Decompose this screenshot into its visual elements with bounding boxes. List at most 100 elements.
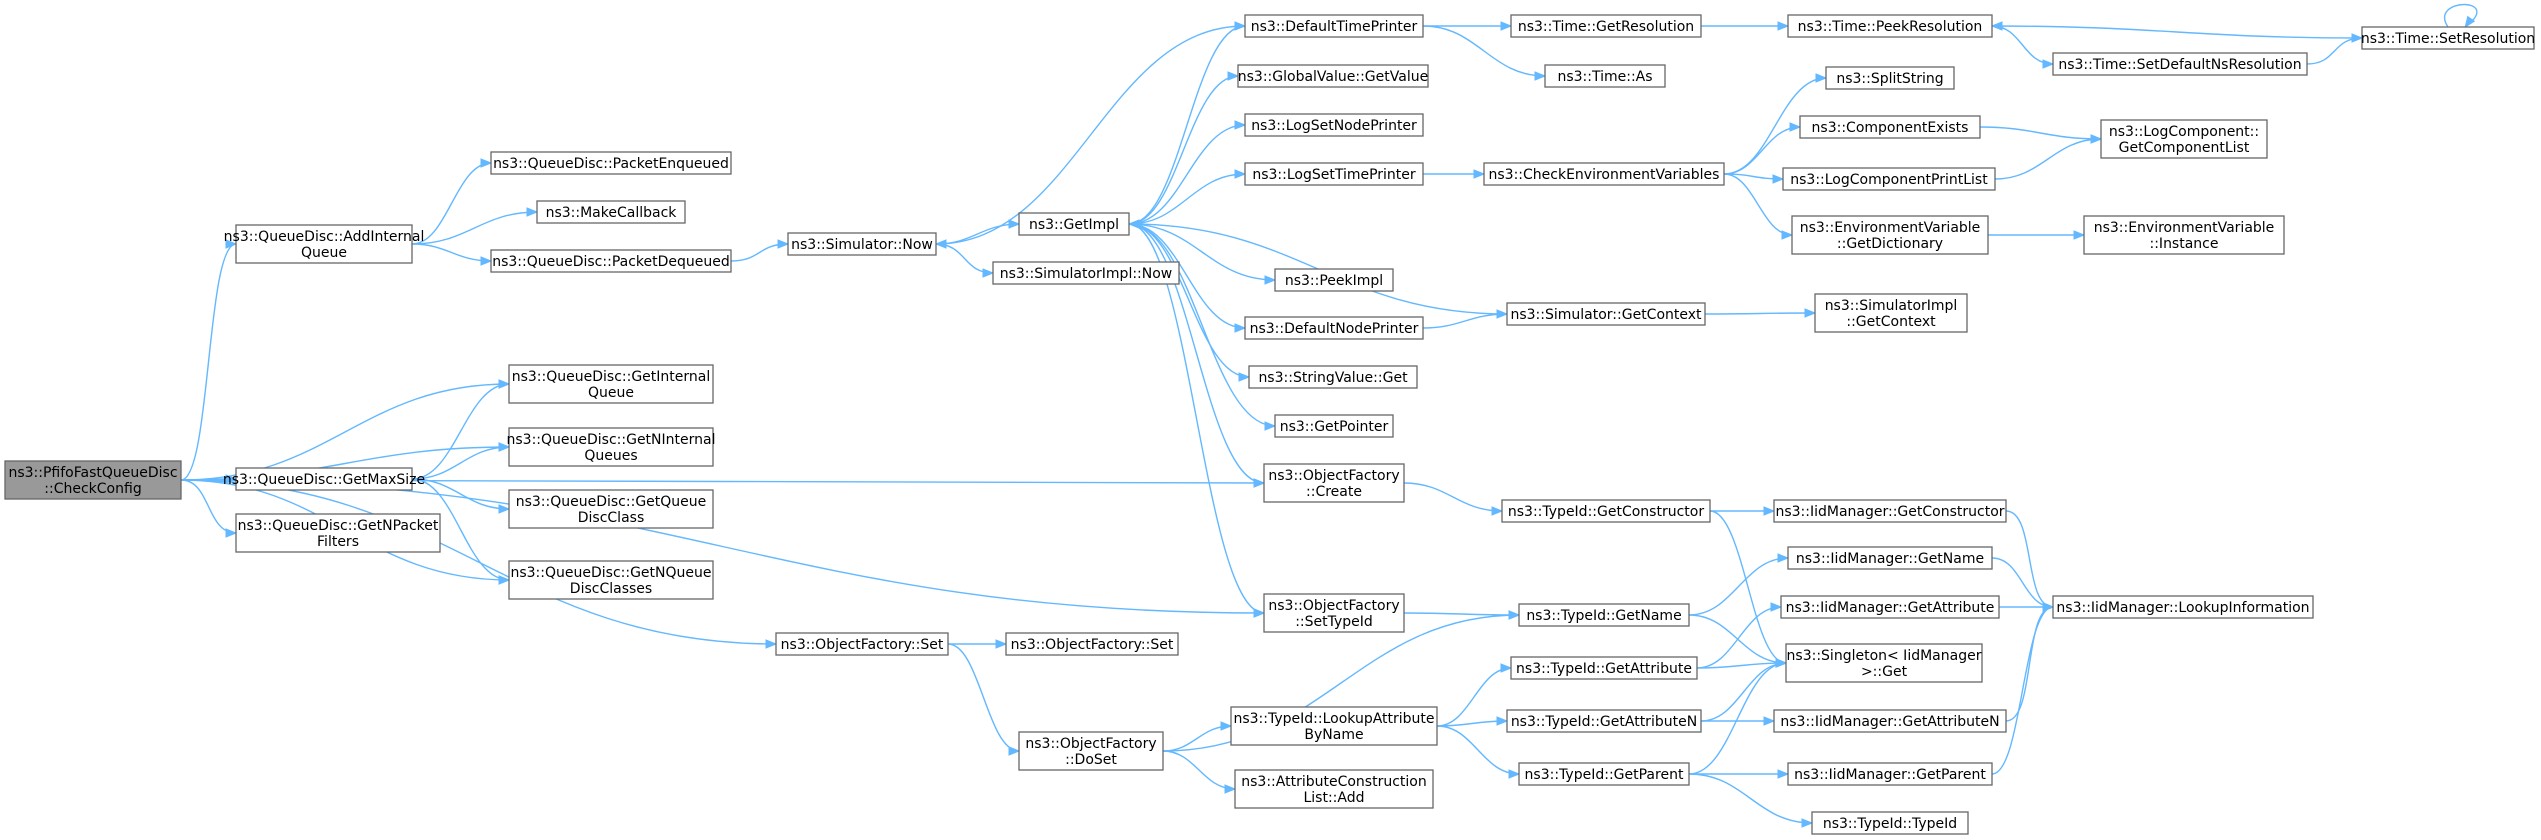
node-envVarInstance[interactable]: ns3::EnvironmentVariable::Instance	[2083, 215, 2285, 255]
node-label: ns3::LogSetTimePrinter	[1252, 167, 1416, 183]
edge-checkEnvVars-to-envVarGetDictionary-arrowhead	[1781, 230, 1794, 240]
edge-timeSetResolution-to-timeSetResolution	[2444, 3, 2478, 28]
node-box	[1811, 811, 1969, 835]
node-iidGetName[interactable]: ns3::IidManager::GetName	[1787, 546, 1993, 570]
node-typeIdTypeId[interactable]: ns3::TypeId::TypeId	[1811, 811, 1969, 835]
node-box	[1782, 167, 1996, 191]
node-logSetTimePrinter[interactable]: ns3::LogSetTimePrinter	[1244, 162, 1424, 186]
node-simGetContext[interactable]: ns3::Simulator::GetContext	[1506, 302, 1706, 326]
node-logCompGetComponentList[interactable]: ns3::LogComponent::GetComponentList	[2100, 119, 2268, 159]
node-box	[508, 560, 714, 600]
node-logComponentPrintList[interactable]: ns3::LogComponentPrintList	[1782, 167, 1996, 191]
node-makeCallback[interactable]: ns3::MakeCallback	[536, 200, 686, 224]
node-typeIdGetAttributeN[interactable]: ns3::TypeId::GetAttributeN	[1506, 709, 1702, 733]
node-packetDequeued[interactable]: ns3::QueueDisc::PacketDequeued	[490, 249, 732, 273]
node-label: ByName	[1304, 727, 1363, 743]
node-defaultNodePrinter[interactable]: ns3::DefaultNodePrinter	[1244, 316, 1424, 340]
node-timeGetResolution[interactable]: ns3::Time::GetResolution	[1510, 14, 1702, 38]
node-objFactorySet[interactable]: ns3::ObjectFactory::Set	[775, 632, 949, 656]
edge-defaultTimePrinter-to-timeAs-arrowhead	[1534, 71, 1547, 81]
node-iidGetAttributeN[interactable]: ns3::IidManager::GetAttributeN	[1773, 709, 2007, 733]
node-box	[1787, 762, 1993, 786]
node-simImplNow[interactable]: ns3::SimulatorImpl::Now	[992, 261, 1180, 285]
edge-timeSetResolution-to-timeSetResolution-arrowhead	[2464, 15, 2476, 29]
edge-root-to-getNPacketFilters-arrowhead	[225, 528, 238, 538]
edge-lookupAttrByName-to-typeIdGetAttribute-arrowhead	[1500, 663, 1513, 673]
node-splitString[interactable]: ns3::SplitString	[1825, 66, 1955, 90]
edge-typeIdGetName-to-iidGetName	[1688, 557, 1789, 616]
node-singletonGet[interactable]: ns3::Singleton< IidManager>::Get	[1785, 643, 1983, 683]
node-typeIdGetName[interactable]: ns3::TypeId::GetName	[1518, 603, 1690, 627]
node-label: Queues	[584, 448, 637, 464]
node-box	[1814, 293, 1968, 333]
node-globalValueGetValue[interactable]: ns3::GlobalValue::GetValue	[1237, 64, 1429, 88]
node-timeAs[interactable]: ns3::Time::As	[1544, 64, 1666, 88]
edge-root-to-addInternalQueue-arrowhead	[225, 239, 238, 249]
node-box	[1799, 115, 1981, 139]
node-timeSetDefaultNsRes[interactable]: ns3::Time::SetDefaultNsResolution	[2052, 52, 2308, 76]
node-doSet[interactable]: ns3::ObjectFactory::DoSet	[1018, 731, 1164, 771]
node-label: ns3::TypeId::LookupAttribute	[1233, 711, 1434, 727]
edge-typeIdGetAttributeN-to-iidGetAttributeN-arrowhead	[1763, 716, 1776, 726]
node-label: ::DoSet	[1065, 752, 1117, 768]
node-label: List::Add	[1303, 790, 1364, 806]
node-label: ns3::DefaultTimePrinter	[1251, 19, 1418, 35]
edge-typeIdGetConstructor-to-iidGetConstructor-arrowhead	[1763, 506, 1776, 516]
node-box	[1244, 316, 1424, 340]
node-typeIdGetConstructor[interactable]: ns3::TypeId::GetConstructor	[1501, 499, 1711, 523]
edge-getMaxSize-to-getQueueDiscClass-arrowhead	[498, 504, 511, 514]
edge-getMaxSize-to-getInternalQueue	[411, 383, 510, 480]
node-timeSetResolution[interactable]: ns3::Time::SetResolution	[2361, 26, 2535, 50]
node-getPointer[interactable]: ns3::GetPointer	[1274, 414, 1394, 438]
node-iidGetAttribute[interactable]: ns3::IidManager::GetAttribute	[1780, 595, 2000, 619]
node-packetEnqueued[interactable]: ns3::QueueDisc::PacketEnqueued	[490, 151, 732, 175]
node-iidLookupInformation[interactable]: ns3::IidManager::LookupInformation	[2052, 595, 2314, 619]
edge-checkEnvVars-to-envVarGetDictionary	[1723, 173, 1793, 236]
node-defaultTimePrinter[interactable]: ns3::DefaultTimePrinter	[1244, 14, 1424, 38]
node-peekImpl[interactable]: ns3::PeekImpl	[1274, 268, 1394, 292]
node-box	[1248, 365, 1418, 389]
edge-checkEnvVars-to-splitString-arrowhead	[1815, 73, 1828, 83]
node-iidGetConstructor[interactable]: ns3::IidManager::GetConstructor	[1773, 499, 2007, 523]
node-simulatorNow[interactable]: ns3::Simulator::Now	[787, 232, 937, 256]
node-iidGetParent[interactable]: ns3::IidManager::GetParent	[1787, 762, 1993, 786]
node-componentExists[interactable]: ns3::ComponentExists	[1799, 115, 1981, 139]
edge-lookupAttrByName-to-typeIdGetAttribute	[1436, 667, 1512, 727]
node-checkEnvVars[interactable]: ns3::CheckEnvironmentVariables	[1483, 162, 1725, 186]
node-box	[1244, 162, 1424, 186]
edge-doSet-to-attrConstListAdd-arrowhead	[1224, 784, 1237, 794]
node-box	[1230, 706, 1438, 746]
node-label: ns3::QueueDisc::AddInternal	[224, 229, 425, 245]
node-objFactorySetTypeId[interactable]: ns3::ObjectFactory::SetTypeId	[1263, 593, 1405, 633]
node-logSetNodePrinter[interactable]: ns3::LogSetNodePrinter	[1244, 113, 1424, 137]
node-label: ::SetTypeId	[1295, 614, 1373, 630]
node-box	[2083, 215, 2285, 255]
node-getMaxSize[interactable]: ns3::QueueDisc::GetMaxSize	[223, 467, 425, 491]
node-getImpl[interactable]: ns3::GetImpl	[1018, 212, 1130, 236]
node-box	[787, 232, 937, 256]
node-envVarGetDictionary[interactable]: ns3::EnvironmentVariable::GetDictionary	[1791, 215, 1989, 255]
node-root[interactable]: ns3::PfifoFastQueueDisc::CheckConfig	[4, 460, 182, 500]
node-box	[1785, 643, 1983, 683]
node-timePeekResolution[interactable]: ns3::Time::PeekResolution	[1787, 14, 1993, 38]
node-box	[1510, 656, 1698, 680]
node-simImplGetContext[interactable]: ns3::SimulatorImpl::GetContext	[1814, 293, 1968, 333]
node-box	[1018, 212, 1130, 236]
node-objFactoryCreate[interactable]: ns3::ObjectFactory::Create	[1263, 463, 1405, 503]
node-label: ::Instance	[2150, 236, 2219, 252]
node-stringValueGet[interactable]: ns3::StringValue::Get	[1248, 365, 1418, 389]
edge-root-to-getInternalQueue	[180, 383, 510, 481]
node-objFactorySet2[interactable]: ns3::ObjectFactory::Set	[1005, 632, 1179, 656]
node-typeIdGetAttribute[interactable]: ns3::TypeId::GetAttribute	[1510, 656, 1698, 680]
node-box	[1780, 595, 2000, 619]
node-typeIdGetParent[interactable]: ns3::TypeId::GetParent	[1518, 762, 1690, 786]
edge-objFactoryCreate-to-typeIdGetConstructor-arrowhead	[1491, 506, 1504, 516]
